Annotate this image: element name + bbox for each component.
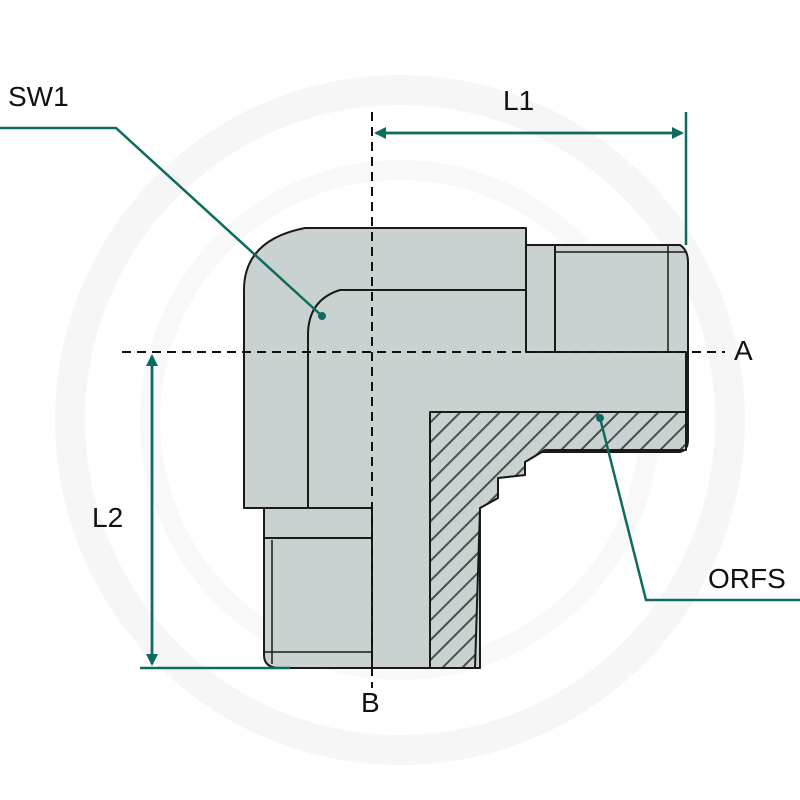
elbow-90-fitting-icon (243, 227, 689, 669)
section-cut (429, 411, 687, 669)
label-l2: L2 (92, 502, 123, 533)
label-axis-b: B (361, 687, 380, 718)
label-orfs: ORFS (708, 563, 786, 594)
hex-flat-contour (307, 289, 526, 508)
label-l1: L1 (503, 85, 534, 116)
dimension-l1 (374, 112, 688, 245)
label-sw1: SW1 (8, 81, 69, 112)
leaders (0, 126, 800, 602)
label-axis-a: A (734, 335, 753, 366)
sw1-leader-dot (318, 312, 326, 320)
centerlines (122, 112, 725, 688)
sw1-leader (0, 126, 323, 317)
dimension-l2 (140, 354, 290, 670)
orfs-leader-dot (596, 414, 604, 422)
orfs-leader (598, 417, 800, 602)
